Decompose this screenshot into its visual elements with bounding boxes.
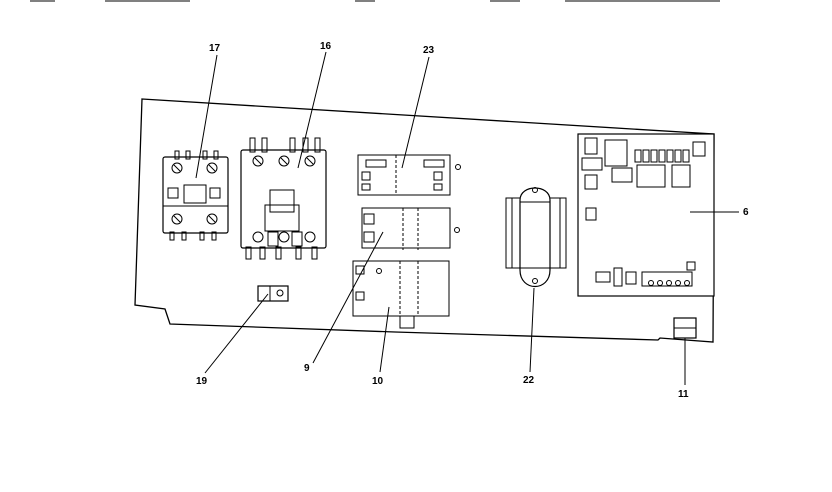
callout-6: 6 xyxy=(743,207,749,218)
relay-9 xyxy=(361,207,460,250)
callout-19: 19 xyxy=(196,376,208,387)
relay-23 xyxy=(357,154,461,196)
relay-10 xyxy=(352,260,450,329)
contactor-17 xyxy=(162,150,229,241)
callout-16: 16 xyxy=(320,41,332,52)
callout-10: 10 xyxy=(372,376,384,387)
terminal-clip-19 xyxy=(257,285,289,302)
transformer-22 xyxy=(505,187,567,287)
callout-17: 17 xyxy=(209,43,221,54)
block-11 xyxy=(673,317,697,339)
contactor-16 xyxy=(240,137,327,260)
callout-22: 22 xyxy=(523,375,535,386)
callout-23: 23 xyxy=(423,45,435,56)
callout-9: 9 xyxy=(304,363,310,374)
control-board-6 xyxy=(577,133,715,297)
callout-11: 11 xyxy=(678,389,689,400)
leader-lines xyxy=(195,51,739,385)
